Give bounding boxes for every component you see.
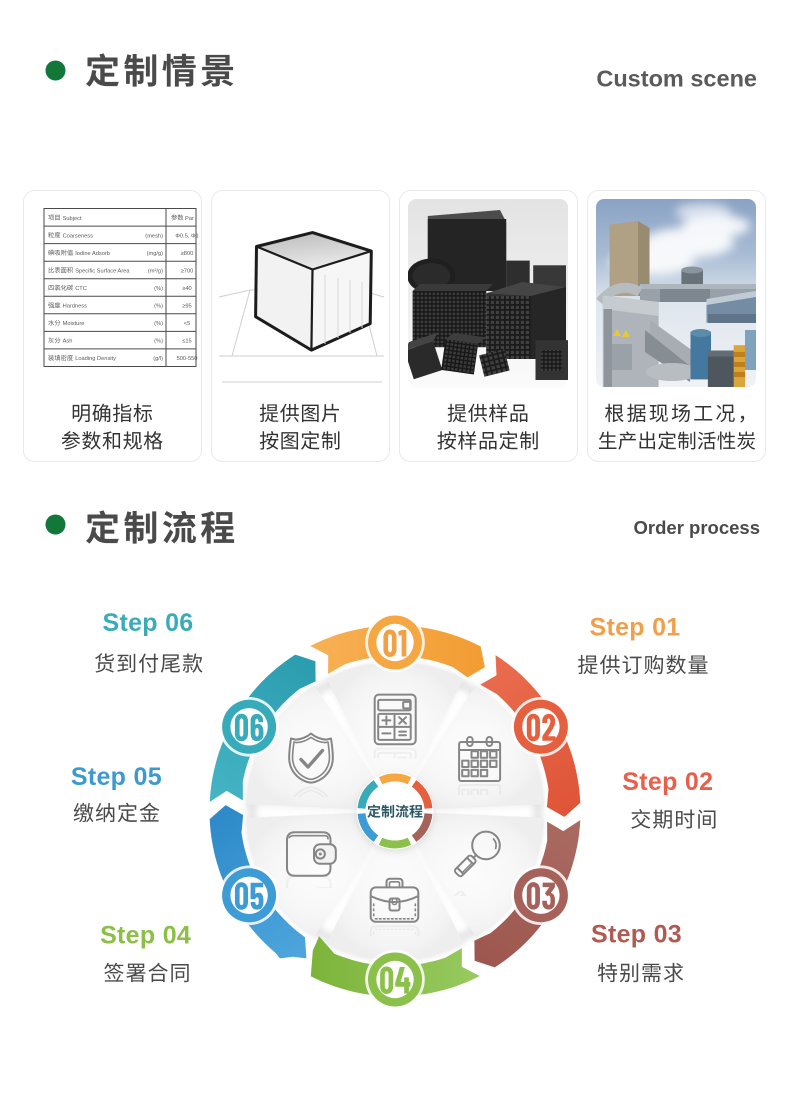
svg-text:≤15: ≤15: [182, 339, 191, 345]
svg-text:Ash: Ash: [63, 339, 73, 345]
svg-text:Iodine Adsorb: Iodine Adsorb: [75, 251, 110, 257]
svg-text:<5: <5: [184, 321, 191, 327]
svg-text:Subject: Subject: [63, 216, 82, 222]
svg-text:Step 06: Step 06: [102, 609, 193, 637]
svg-text:Moisture: Moisture: [63, 321, 85, 327]
svg-text:Step 01: Step 01: [589, 614, 680, 642]
svg-text:(%): (%): [154, 321, 163, 327]
svg-text:≥95: ≥95: [182, 304, 191, 310]
svg-text:Loading Density: Loading Density: [75, 356, 116, 362]
svg-text:≥40: ≥40: [182, 286, 191, 292]
svg-text:(mesh): (mesh): [145, 233, 163, 239]
svg-text:Specific Surface Area: Specific Surface Area: [75, 268, 130, 274]
svg-text:(mg/g): (mg/g): [147, 251, 164, 257]
svg-text:Step 02: Step 02: [622, 768, 713, 796]
svg-text:≥800: ≥800: [181, 251, 194, 257]
svg-text:Coarseness: Coarseness: [63, 233, 94, 239]
svg-text:Par: Par: [185, 216, 194, 222]
svg-text:Order process: Order process: [634, 517, 760, 538]
svg-text:Step 04: Step 04: [100, 922, 191, 950]
svg-text:Step 05: Step 05: [71, 763, 162, 791]
svg-text:Φ0.5, Φ1: Φ0.5, Φ1: [175, 233, 198, 239]
svg-text:(%): (%): [154, 304, 163, 310]
svg-text:(m²/g): (m²/g): [148, 268, 163, 274]
svg-text:Step 03: Step 03: [591, 921, 682, 949]
svg-text:(%): (%): [154, 339, 163, 345]
svg-text:Custom scene: Custom scene: [596, 66, 757, 92]
svg-text:Hardness: Hardness: [63, 304, 87, 310]
svg-text:(%): (%): [154, 286, 163, 292]
svg-text:CTC: CTC: [75, 286, 87, 292]
svg-text:500-550: 500-550: [177, 356, 198, 362]
svg-text:(g/l): (g/l): [153, 356, 163, 362]
svg-text:≥700: ≥700: [181, 268, 194, 274]
